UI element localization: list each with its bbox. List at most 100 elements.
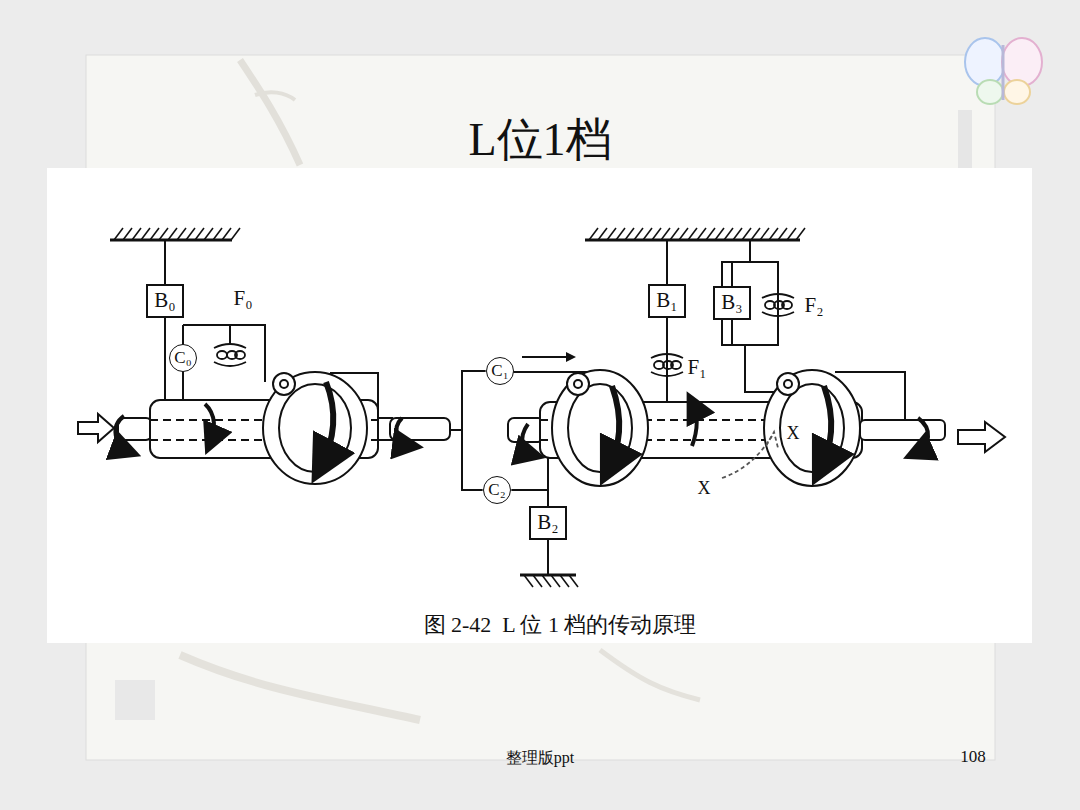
page-number: 108 <box>960 747 986 767</box>
ground-hatching <box>195 228 204 240</box>
clutch-label: F₂ <box>804 293 823 317</box>
locking-indicator <box>722 432 778 478</box>
ground-hatching <box>589 228 598 240</box>
one-way-clutch-symbols <box>762 294 794 316</box>
ground-hatching <box>688 228 697 240</box>
ground-hatching <box>634 228 643 240</box>
ground-hatching <box>114 228 123 240</box>
rotation-arrows <box>115 416 130 452</box>
part-label: C₀ <box>174 349 191 368</box>
planetary-gears <box>273 373 295 395</box>
butterfly-decoration <box>1004 80 1030 104</box>
lock-mark: X <box>696 478 713 499</box>
ground-hatching <box>607 228 616 240</box>
butterfly-decoration <box>977 80 1003 104</box>
ground-hatching <box>231 228 240 240</box>
ground-hatching <box>150 228 159 240</box>
brake-box: B₁ <box>648 284 686 318</box>
ground-hatching <box>213 228 222 240</box>
ground-hatching <box>697 228 706 240</box>
one-way-clutch-symbols <box>214 344 246 366</box>
rotation-arrows <box>914 418 928 454</box>
ground-hatching <box>796 228 805 240</box>
figure-panel <box>47 168 1032 643</box>
slide-background <box>180 655 420 720</box>
planetary-gears <box>780 384 844 472</box>
rotation-arrows <box>115 382 928 470</box>
ground-hatching <box>724 228 733 240</box>
one-way-clutch-symbols <box>651 354 683 376</box>
ground-hatching <box>533 575 542 587</box>
ground-hatching <box>679 228 688 240</box>
figure-panel <box>47 168 1032 643</box>
linkage-connector <box>462 371 486 490</box>
ground-hatching <box>159 228 168 240</box>
brake-box: B₀ <box>146 284 184 318</box>
rotation-arrows <box>692 402 697 446</box>
butterfly-decoration <box>965 38 1042 104</box>
ground-hatching <box>168 228 177 240</box>
shafts <box>118 418 152 440</box>
footer-note: 整理版ppt <box>506 749 574 767</box>
rotation-arrows <box>522 424 534 455</box>
rotation-arrows <box>397 418 412 446</box>
ground-hatching <box>524 575 533 587</box>
planetary-gears <box>280 380 288 388</box>
part-label: C₂ <box>488 481 505 500</box>
slide-background <box>115 680 155 720</box>
planetary-gears <box>777 373 799 395</box>
ground-hatching <box>769 228 778 240</box>
butterfly-decoration <box>1002 45 1005 100</box>
linkage-lines <box>164 240 166 400</box>
planetary-gears <box>263 372 367 484</box>
ground-hatching <box>778 228 787 240</box>
slide-background <box>240 60 300 165</box>
ground-hatching <box>560 575 569 587</box>
flow-arrows <box>78 414 114 442</box>
slide-background <box>255 92 295 100</box>
butterfly-decoration <box>965 38 1005 86</box>
clutch-label: F₁ <box>687 355 706 379</box>
rotation-arrows <box>320 382 333 468</box>
ground-hatching <box>652 228 661 240</box>
ground-hatching <box>643 228 652 240</box>
ground-hatching <box>222 228 231 240</box>
planetary-gears <box>552 370 648 486</box>
part-label: B₁ <box>656 289 677 312</box>
ground-hatching <box>742 228 751 240</box>
linkage-connector <box>511 490 548 506</box>
brake-box: B₃ <box>713 286 751 320</box>
ground-hatching <box>551 575 560 587</box>
shafts <box>860 420 945 440</box>
ground-hatching <box>542 575 551 587</box>
ground-hatching <box>625 228 634 240</box>
part-label: B₃ <box>721 291 742 314</box>
slide-background <box>86 55 995 760</box>
locking-indicator <box>722 436 772 478</box>
part-label: B₀ <box>154 289 175 312</box>
part-label: C₁ <box>491 362 508 381</box>
rotation-arrows <box>205 404 214 444</box>
lock-mark: X <box>785 423 802 444</box>
ground-hatching <box>715 228 724 240</box>
one-way-clutch-symbols <box>235 351 245 359</box>
brake-box: B₂ <box>529 506 567 540</box>
slide-title: L位1档 <box>468 114 611 167</box>
figure-caption: 图 2-42 L 位 1 档的传动原理 <box>424 612 697 637</box>
planetary-gears <box>784 380 792 388</box>
linkage-lines <box>165 240 905 575</box>
planetary-gears <box>764 370 860 486</box>
slide-background <box>600 650 700 700</box>
ground-hatching <box>177 228 186 240</box>
flow-arrows <box>78 414 1005 452</box>
rotation-arrows <box>820 386 831 470</box>
planetary-gears <box>567 373 589 395</box>
one-way-clutch-symbols <box>217 351 227 359</box>
planetary-gears <box>279 384 351 472</box>
ground-hatching <box>204 228 213 240</box>
ground-hatching <box>141 228 150 240</box>
ground-hatching <box>123 228 132 240</box>
linkage-lines <box>522 356 572 358</box>
ground-hatching <box>661 228 670 240</box>
